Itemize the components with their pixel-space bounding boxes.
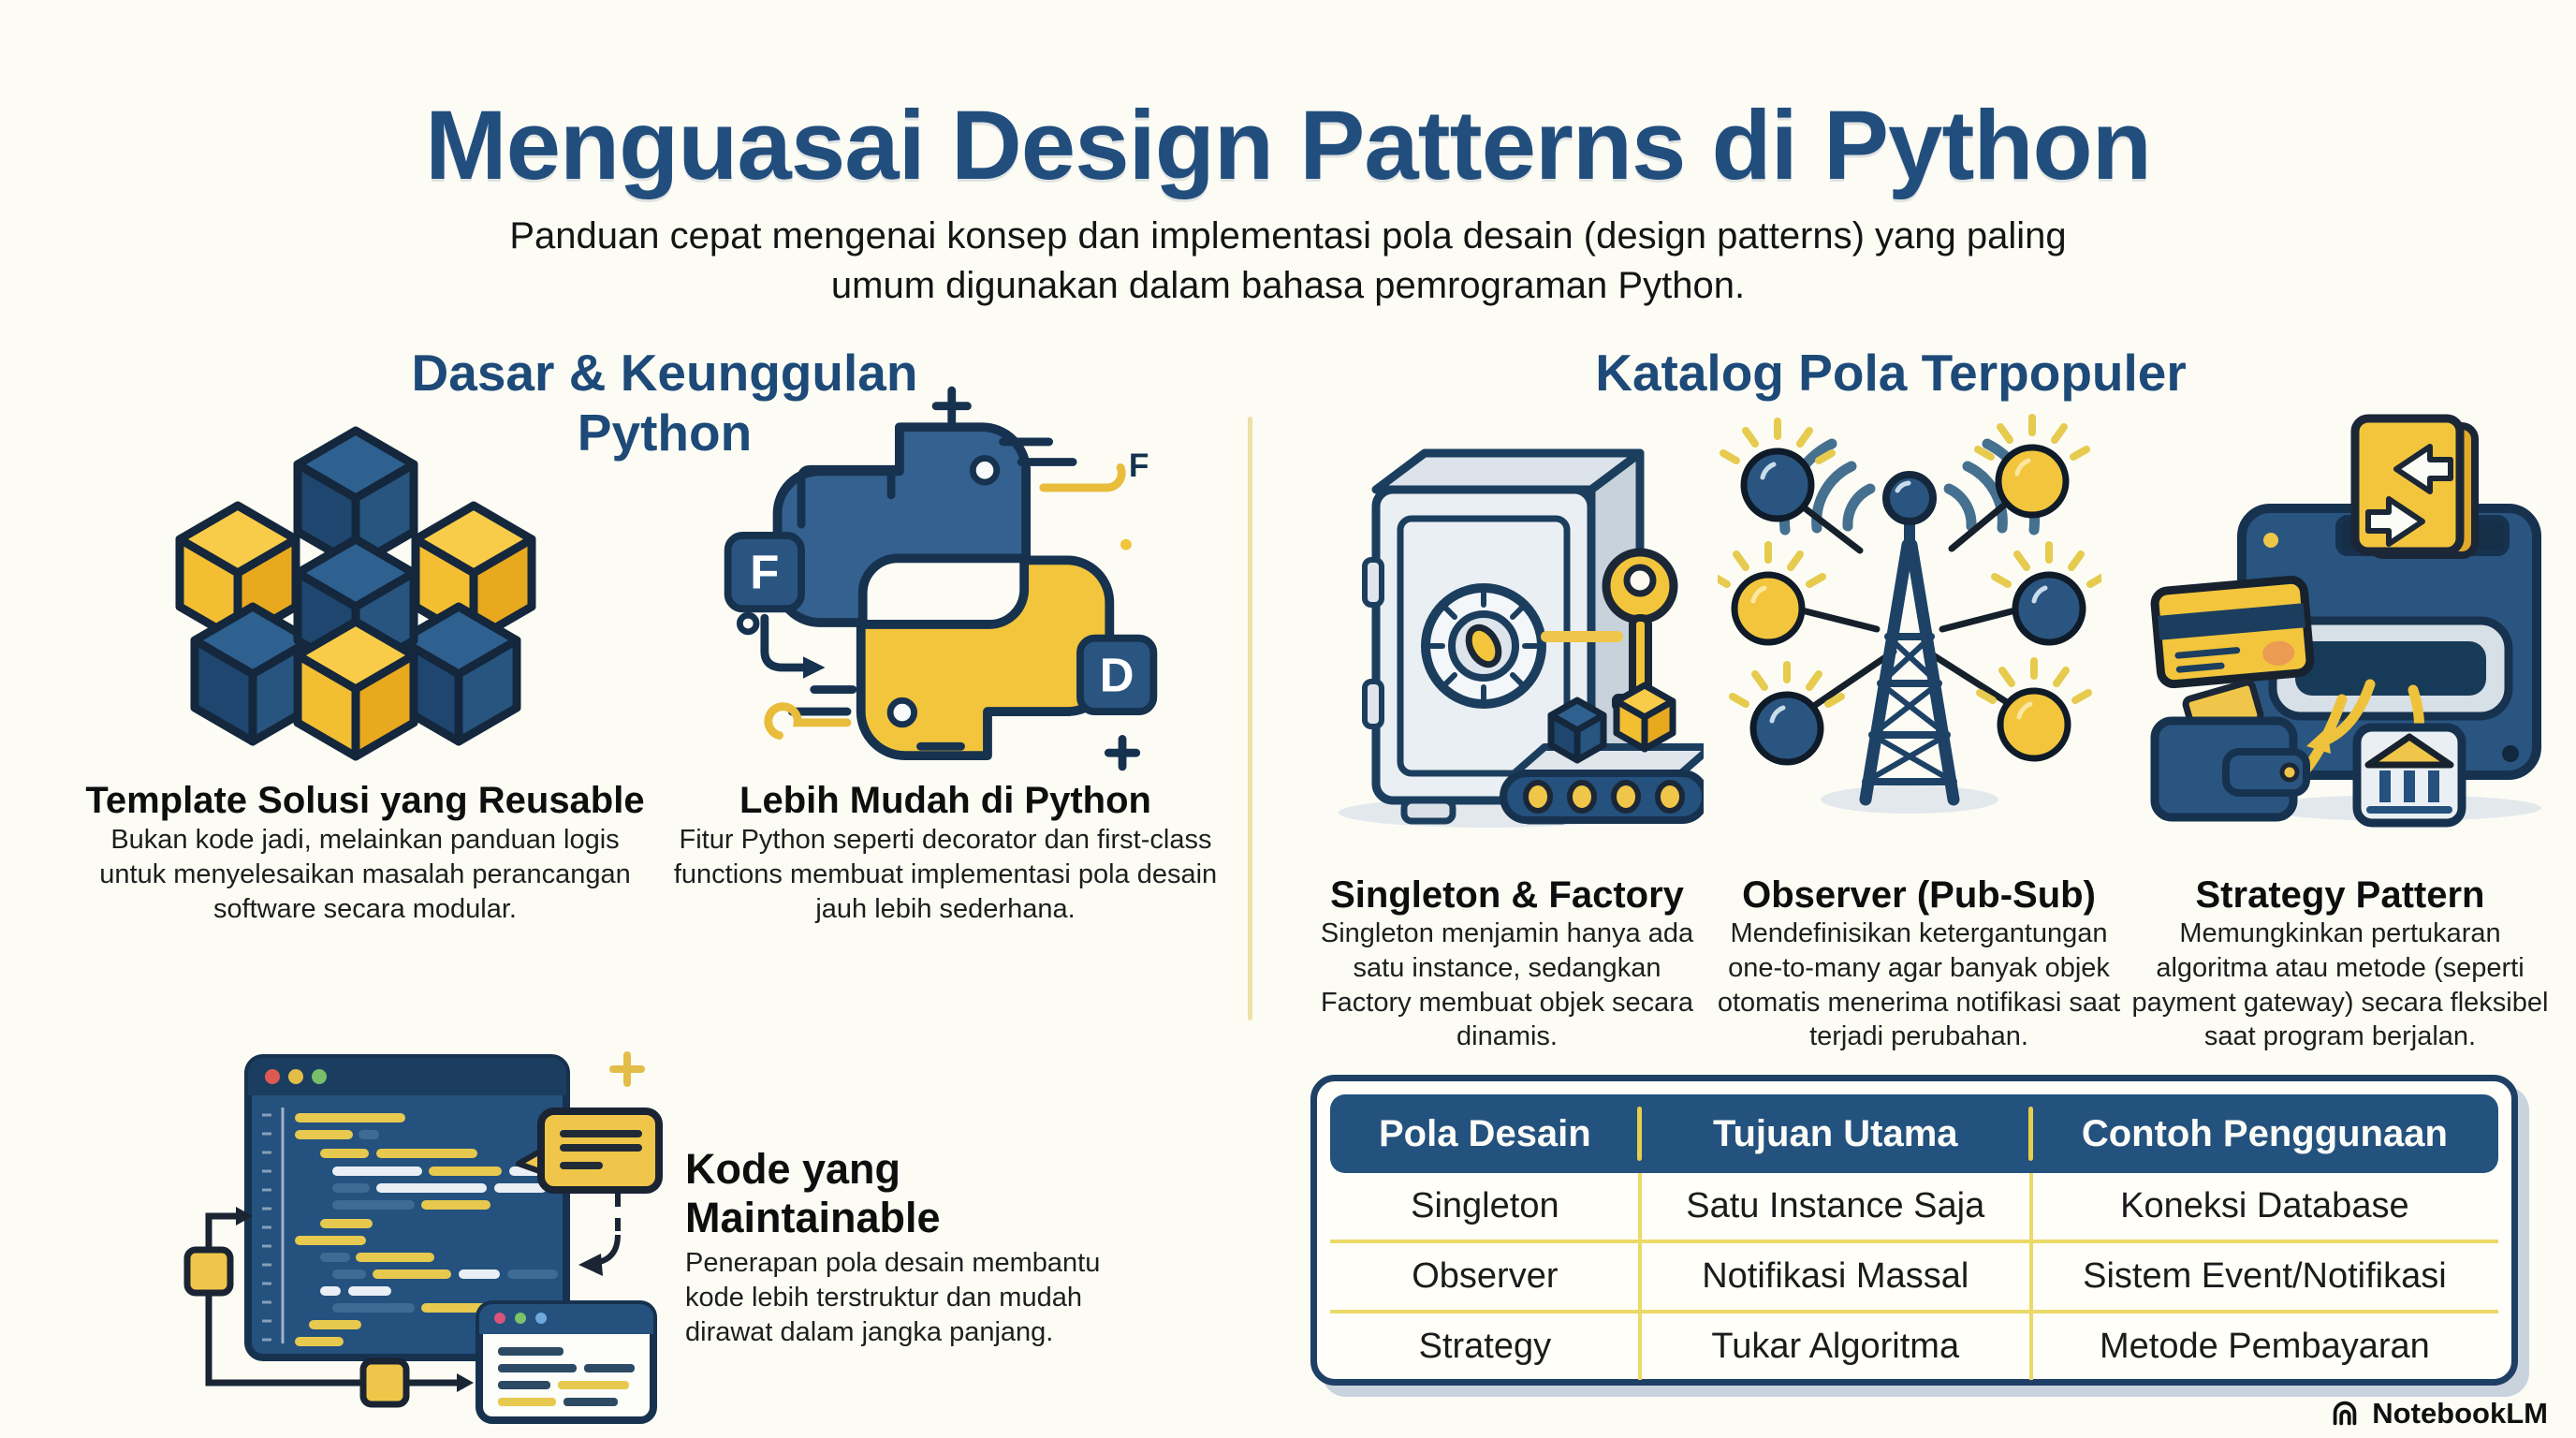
table-cell: Singleton [1330, 1173, 1642, 1240]
pattern-table: Pola Desain Tujuan Utama Contoh Pengguna… [1310, 1075, 2518, 1386]
table-header-tujuan-utama: Tujuan Utama [1640, 1094, 2033, 1173]
tower-icon [1718, 403, 2101, 814]
table-cell: Observer [1330, 1240, 1642, 1310]
card-body-reusable: Bukan kode jadi, melainkan panduan logis… [99, 825, 631, 924]
broadcast-tower-illustration [1718, 403, 2101, 824]
payment-machine-illustration [2134, 398, 2546, 829]
card-title-maintainable: Kode yang Maintainable [685, 1145, 941, 1241]
notebooklm-logo-icon [2334, 1401, 2357, 1426]
python-icon: F D F [724, 386, 1158, 771]
cubes-icon [159, 374, 552, 763]
section-divider [1248, 417, 1252, 1020]
d-badge-label: D [1100, 649, 1134, 702]
table-cell: Notifikasi Massal [1639, 1240, 2033, 1310]
payment-icon [2150, 414, 2541, 828]
table-header-contoh-penggunaan: Contoh Penggunaan [2081, 1112, 2448, 1154]
cubes-illustration [159, 374, 552, 763]
card-body-easier-python: Fitur Python seperti decorator dan first… [673, 825, 1218, 924]
section-heading-right: Katalog Pola Terpopuler [1595, 343, 2187, 402]
table-cell: Satu Instance Saja [1640, 1173, 2033, 1240]
watermark: NotebookLM [2329, 1397, 2548, 1431]
page-title: Menguasai Design Patterns di Python [425, 91, 2152, 201]
pattern-table-header: Pola Desain Tujuan Utama Contoh Pengguna… [1330, 1094, 2498, 1173]
card-body-observer: Mendefinisikan ketergantungan one-to-man… [1717, 918, 2121, 1052]
pattern-table-body: Singleton Satu Instance Saja Koneksi Dat… [1330, 1173, 2498, 1380]
f-small-label: F [1129, 448, 1149, 484]
card-body-strategy: Memungkinkan pertukaran algoritma atau m… [2131, 918, 2549, 1052]
card-title-strategy: Strategy Pattern [2195, 874, 2485, 916]
table-cell: Strategy [1330, 1310, 1642, 1380]
code-editor-illustration [140, 1025, 665, 1428]
table-header-pola-desain: Pola Desain [1330, 1094, 1642, 1173]
page-subtitle: Panduan cepat mengenai konsep dan implem… [509, 215, 2067, 307]
table-cell: Sistem Event/Notifikasi [2030, 1240, 2498, 1310]
vault-key-illustration [1310, 401, 1704, 831]
card-title-easier-python: Lebih Mudah di Python [739, 780, 1151, 821]
card-title-observer: Observer (Pub-Sub) [1742, 874, 2096, 916]
table-cell: Metode Pembayaran [2030, 1310, 2498, 1380]
card-title-singleton-factory: Singleton & Factory [1330, 874, 1684, 916]
watermark-label: NotebookLM [2372, 1397, 2548, 1430]
card-body-singleton-factory: Singleton menjamin hanya ada satu instan… [1320, 918, 1694, 1052]
card-title-reusable: Template Solusi yang Reusable [85, 780, 645, 821]
f-badge-label: F [750, 546, 779, 599]
code-editor-icon [183, 1051, 663, 1424]
table-cell: Tukar Algoritma [1639, 1310, 2033, 1380]
vault-icon [1339, 448, 1704, 828]
table-cell: Koneksi Database [2120, 1186, 2409, 1225]
card-body-maintainable: Penerapan pola desain membantu kode lebi… [685, 1248, 1101, 1347]
section-heading-left: Dasar & Keunggulan Python [411, 343, 918, 462]
python-logo-illustration: F D F [711, 379, 1170, 774]
